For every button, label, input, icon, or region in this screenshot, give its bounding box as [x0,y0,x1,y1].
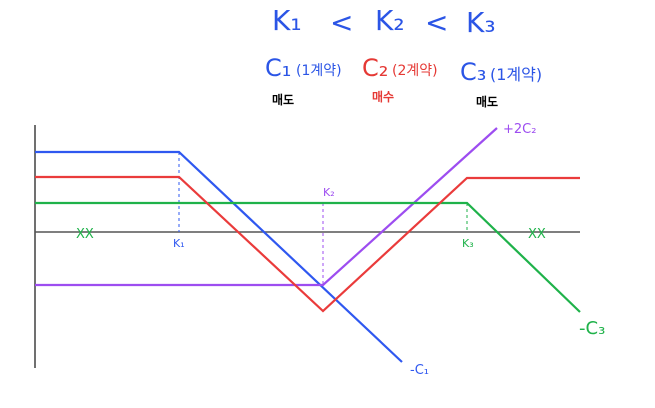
short-c3-line [35,201,581,313]
position-c1-label: C₁ [265,54,291,82]
position-c1-qty: (1계약) [296,63,342,79]
k3-label: K₃ [462,237,474,250]
position-c2-qty: (2계약) [392,63,438,79]
xx-mark-left: XX [76,227,94,242]
short-c1-label: -C₁ [410,363,429,378]
position-c2: C₂ (2계약) 매수 [362,54,438,104]
k1-label: K₁ [173,237,185,250]
position-c2-label: C₂ [362,54,388,82]
strike-order-title: K₁ < K₂ < K₃ [272,4,496,39]
title-lt1: < [330,6,353,39]
short-c1-line [35,150,403,363]
long-2c2-line [35,127,498,287]
position-c2-action: 매수 [372,89,394,104]
position-c1-action: 매도 [272,92,294,107]
position-c3-qty: (1계약) [490,65,542,84]
title-k2: K₂ [375,4,405,37]
k2-label: K₂ [323,186,335,199]
title-k1: K₁ [272,4,302,37]
title-k3: K₃ [466,6,496,39]
short-c3-label: -C₃ [579,318,605,339]
position-c3-label: C₃ [460,58,486,86]
xx-mark-right: XX [528,227,546,242]
position-c3: C₃ (1계약) 매도 [460,58,542,109]
long-2c2-label: +2C₂ [503,122,536,137]
title-lt2: < [425,6,448,39]
position-c3-action: 매도 [476,94,498,109]
position-c1: C₁ (1계약) 매도 [265,54,342,107]
net-payoff-line [35,175,580,313]
